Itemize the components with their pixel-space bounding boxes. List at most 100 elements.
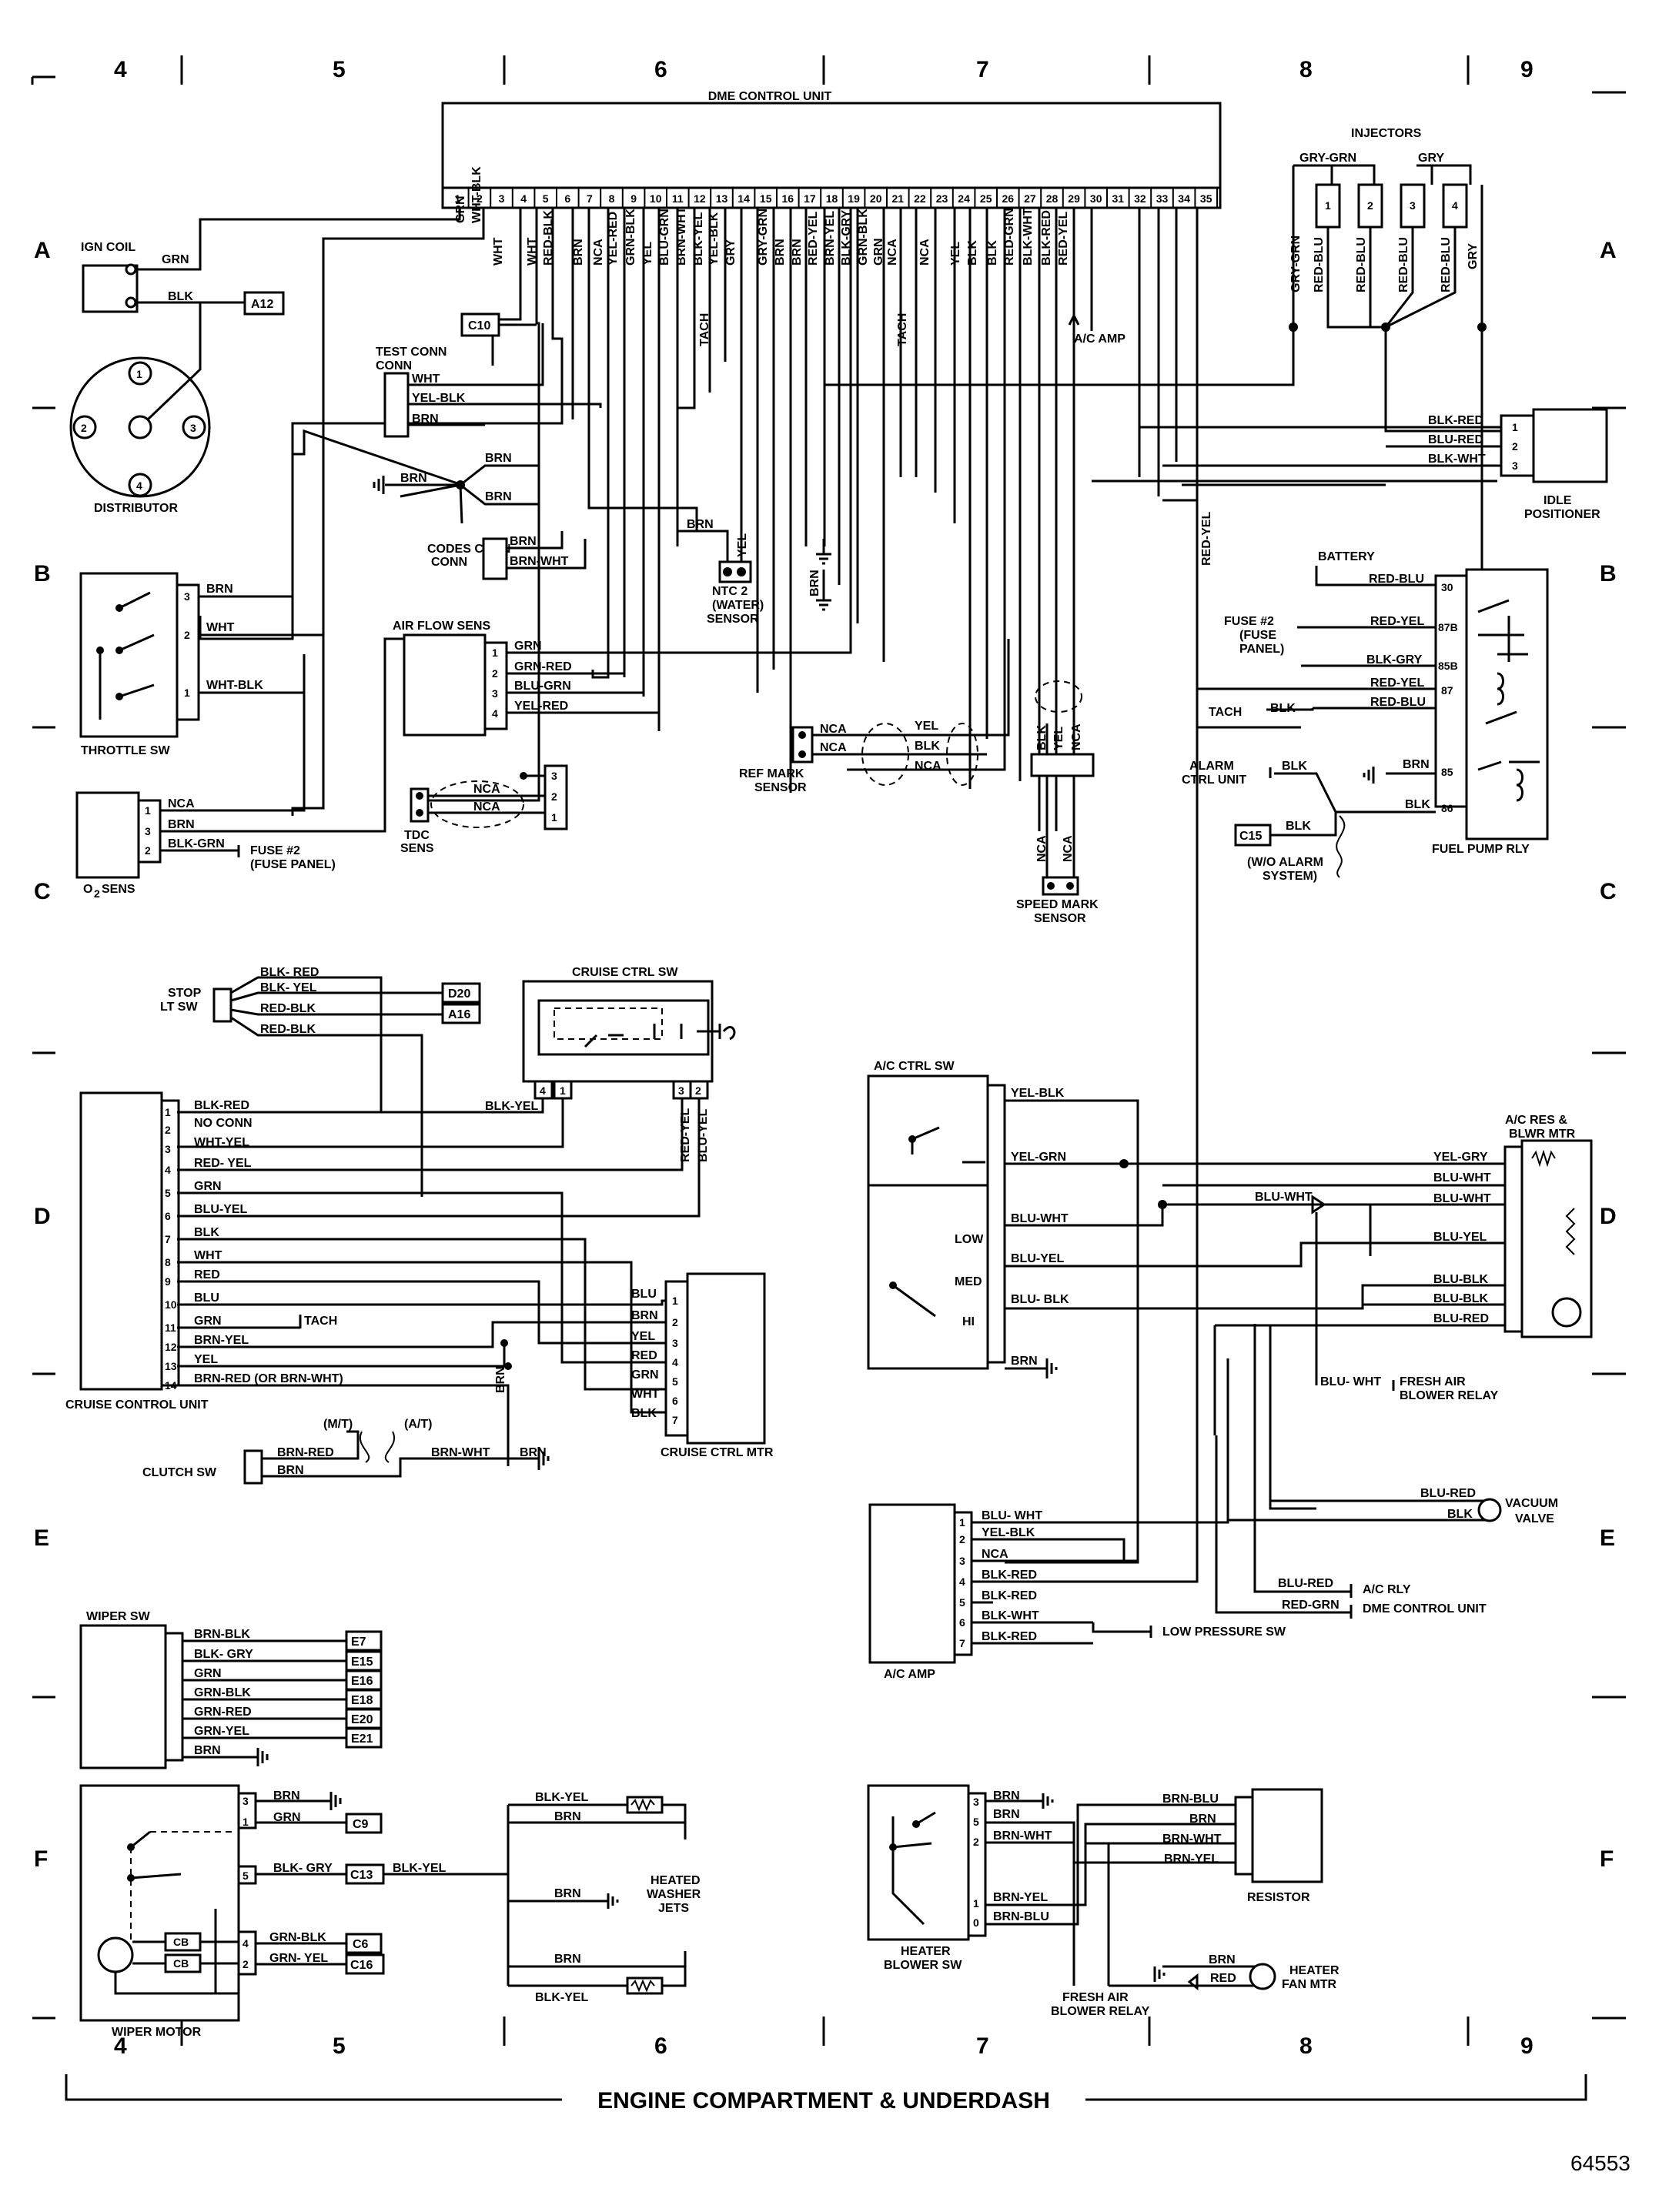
svg-text:CTRL UNIT: CTRL UNIT — [1182, 774, 1246, 787]
svg-text:5: 5 — [973, 1816, 979, 1828]
svg-text:BLU-WHT: BLU-WHT — [1255, 1191, 1313, 1204]
svg-text:2: 2 — [184, 629, 190, 641]
cruise-motor-pin: 7 — [672, 1414, 678, 1426]
svg-text:BLU-YEL: BLU-YEL — [1433, 1231, 1487, 1244]
inj-num: 4 — [1452, 199, 1458, 212]
svg-text:YEL-BLK: YEL-BLK — [1011, 1087, 1065, 1100]
svg-text:BLU-RED: BLU-RED — [1433, 1312, 1489, 1325]
svg-text:BRN: BRN — [400, 472, 427, 485]
svg-text:5: 5 — [242, 1870, 249, 1882]
svg-text:BLK-RED: BLK-RED — [1428, 414, 1483, 427]
test-connector: TEST CONN CONN WHT YEL-BLK BRN — [376, 323, 602, 438]
col-label: 6 — [654, 2033, 667, 2059]
wiper-sw-ref: E20 — [351, 1713, 373, 1726]
row-label: C — [34, 879, 51, 904]
cruise-unit-pin: 7 — [165, 1233, 171, 1245]
svg-text:1: 1 — [242, 1816, 249, 1828]
col-label: 4 — [114, 2033, 127, 2059]
inj-num: 1 — [1325, 199, 1331, 212]
tdc-title: TDC — [404, 829, 430, 842]
col-label: 8 — [1299, 57, 1313, 82]
cruise-unit-title: CRUISE CONTROL UNIT — [65, 1398, 209, 1412]
svg-text:1: 1 — [551, 811, 557, 824]
svg-text:3: 3 — [242, 1795, 249, 1807]
injectors-title: INJECTORS — [1351, 127, 1422, 140]
distributor-title: DISTRIBUTOR — [94, 502, 178, 515]
dme-pin: 14 — [737, 192, 750, 205]
heater-fan-motor: BRN RED HEATER FAN MTR FRESH AIR BLOWER … — [1051, 1843, 1340, 2018]
cruise-unit-wire: WHT — [194, 1249, 222, 1262]
svg-text:(W/O ALARM: (W/O ALARM — [1247, 856, 1323, 869]
svg-text:BRN-BLU: BRN-BLU — [1162, 1793, 1219, 1806]
svg-text:TACH: TACH — [304, 1315, 337, 1328]
cruise-unit-pin: 3 — [165, 1143, 171, 1155]
heater-sw-title: HEATER — [901, 1945, 951, 1958]
svg-text:ALARM: ALARM — [1189, 760, 1234, 773]
cruise-unit-pin: 4 — [165, 1164, 171, 1176]
dme-wire-label: BRN — [791, 239, 804, 266]
svg-text:BRN: BRN — [485, 490, 512, 503]
inj-gry-grn: GRY-GRN — [1299, 152, 1356, 165]
cruise-ctrl-switch: CRUISE CTRL SW 4 1 3 2 RED-YEL BLU-YEL B… — [177, 966, 736, 1218]
cruise-unit-wire: RED- YEL — [194, 1157, 252, 1170]
dme-wire-label: NCA — [918, 239, 931, 266]
injectors: INJECTORS GRY-GRN GRY 1 2 3 4 — [824, 127, 1501, 770]
cruise-motor-wire: BRN — [631, 1309, 658, 1322]
svg-text:PANEL): PANEL) — [1239, 643, 1284, 656]
svg-text:BLK: BLK — [1405, 798, 1430, 811]
svg-text:C16: C16 — [350, 1959, 373, 1972]
cruise-unit-pin: 6 — [165, 1210, 171, 1222]
svg-text:3: 3 — [145, 825, 151, 837]
svg-text:FAN MTR: FAN MTR — [1282, 1978, 1337, 1991]
washer-title: HEATED — [651, 1874, 701, 1887]
wiper-motor: 3 1 5 4 2 BRN GRN BLK- GRY GRN-BLK GRN- … — [79, 1784, 508, 2039]
col-label: 6 — [654, 57, 667, 82]
distributor: 1 2 3 4 DISTRIBUTOR — [69, 302, 211, 515]
test-brn: BRN — [412, 413, 439, 426]
wiper-sw-wire: GRN — [194, 1667, 222, 1680]
svg-text:BRN: BRN — [1011, 1355, 1038, 1368]
dme-pin: 25 — [980, 192, 992, 205]
dme-wire-label: YEL-RED — [607, 212, 620, 266]
cruise-motor-pin: 2 — [672, 1316, 678, 1328]
row-label: F — [1600, 1846, 1614, 1872]
dme-wire-label: GRY — [724, 239, 737, 266]
cruise-unit-pin: 8 — [165, 1256, 171, 1268]
svg-text:A/C RES &: A/C RES & — [1505, 1114, 1567, 1127]
svg-text:NCA: NCA — [1035, 835, 1049, 862]
ref-box — [345, 1650, 383, 1672]
ac-amp-wire: BLU- WHT — [982, 1509, 1042, 1522]
ac-amp-wire: BLK-RED — [982, 1569, 1037, 1582]
svg-text:87: 87 — [1441, 684, 1453, 697]
cruise-unit-wire: GRN — [194, 1180, 222, 1193]
svg-text:2: 2 — [973, 1836, 979, 1848]
dme-wire-label: WHT-BLK — [470, 166, 483, 223]
clutch-title: CLUTCH SW — [142, 1466, 217, 1479]
svg-text:NCA: NCA — [915, 760, 942, 773]
svg-text:TACH: TACH — [1209, 706, 1242, 719]
svg-text:(M/T): (M/T) — [323, 1418, 353, 1431]
svg-text:RED-BLU: RED-BLU — [1397, 237, 1410, 292]
svg-text:1: 1 — [145, 804, 151, 817]
fan-title: HEATER — [1289, 1964, 1340, 1977]
svg-text:A/C RLY: A/C RLY — [1363, 1583, 1411, 1596]
dme-pin: 27 — [1024, 192, 1036, 205]
ac-amp-title: A/C AMP — [884, 1668, 935, 1681]
svg-text:LOW: LOW — [955, 1233, 984, 1246]
ac-resistor-blower: A/C RES & BLWR MTR YEL-GRY BLU-WHT BLU-W… — [1162, 1114, 1593, 1510]
dme-pin: 8 — [609, 192, 615, 205]
svg-text:SENSOR: SENSOR — [707, 613, 759, 626]
dme-wire-label: GRN-BLK — [624, 209, 637, 266]
dme-pin: 4 — [520, 192, 527, 205]
wiper-motor-title: WIPER MOTOR — [112, 2026, 202, 2039]
ref-box — [345, 1708, 383, 1729]
cruise-motor-pin: 6 — [672, 1395, 678, 1407]
row-label: D — [1600, 1204, 1617, 1229]
ac-amp-pin: 4 — [959, 1575, 965, 1588]
dme-pin: 21 — [892, 192, 905, 205]
dme-pin: 1 — [454, 192, 460, 205]
